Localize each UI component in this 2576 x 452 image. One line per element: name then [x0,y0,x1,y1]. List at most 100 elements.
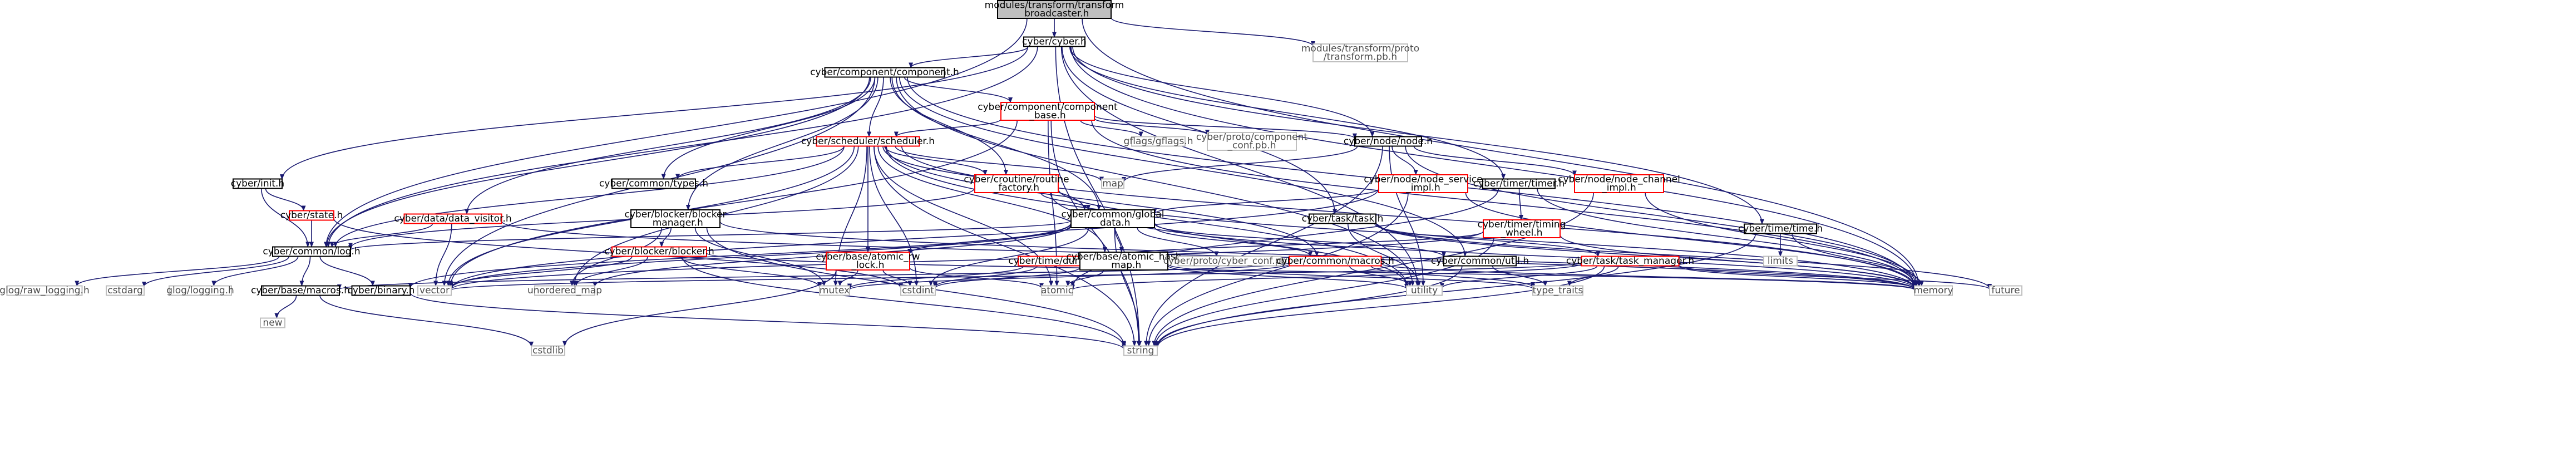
edge-blocker_h-to-memory [706,252,1917,291]
node-box [233,178,283,189]
edge-global_data-to-binary [408,223,1072,288]
edge-data_visitor-to-vector [433,223,452,287]
node-node[interactable]: cyber/node/node.h [1344,136,1433,147]
node-util[interactable]: cyber/common/util.h [1431,256,1529,267]
node-box [1378,174,1468,193]
node-node_channel[interactable]: cyber/node/node_channel_impl.h [1558,174,1680,194]
node-label: cyber/data/data_visitor.h [394,213,511,224]
edge-cyber_h-to-utility [1060,46,1420,287]
node-scheduler[interactable]: cyber/scheduler/scheduler.h [801,136,935,147]
node-box [272,246,351,257]
edge-global_data-to-cstdint [929,227,1089,287]
node-timing_wheel[interactable]: cyber/timer/timing_wheel.h [1478,219,1566,239]
node-label: utility [1411,285,1438,296]
edge-util-to-type_traits [1492,266,1548,287]
node-blocker_manager[interactable]: cyber/blocker/blocker_manager.h [625,209,727,229]
edge-blocker_manager-to-blocker_h [659,227,672,248]
node-root[interactable]: modules/transform/transform_broadcaster.… [985,0,1124,19]
edge-component-to-blocker_manager [685,77,879,210]
node-box [997,0,1112,19]
node-atomic_hash_map[interactable]: cyber/base/atomic_hash_map.h [1066,252,1181,271]
node-box [1000,102,1095,121]
edge-component_base-to-memory [1091,120,1917,288]
node-label: cyber/common/macros.h [1276,256,1394,267]
edge-component_base-to-scheduler [894,119,1001,137]
node-common_log[interactable]: cyber/common/log.h [263,246,360,257]
node-data_visitor[interactable]: cyber/data/data_visitor.h [394,213,511,224]
node-init[interactable]: cyber/init.h [231,178,284,189]
node-label: string [1127,345,1154,356]
node-label: _map.h [1106,260,1141,271]
node-limits: limits [1763,256,1798,267]
node-box [403,213,502,224]
edge-base_macros-to-new [274,295,297,319]
node-future: future [1989,285,2022,296]
node-timer[interactable]: cyber/timer/timer.h [1473,178,1565,189]
edge-node-to-node_service [1391,146,1418,175]
edge-task-to-future [1375,222,1992,289]
node-tf_pb: modules/transform/proto/transform.pb.h [1301,43,1419,63]
edge-macros-to-base_macros [337,262,1290,291]
edge-component-to-component_base [904,77,1013,103]
edge-cyber_h-to-memory [1070,46,1919,287]
node-label: cyber/timer/timer.h [1473,178,1565,189]
node-binary[interactable]: cyber/binary.h [348,285,415,296]
node-label: cyber/node/node_service [1364,174,1482,185]
node-task_manager[interactable]: cyber/task/task_manager.h [1566,256,1694,267]
node-label: type_traits [1533,285,1583,296]
node-box [1131,136,1186,147]
node-gflags: gflags/gflags.h [1123,136,1193,147]
node-label: cyber/binary.h [348,285,415,296]
node-label: _impl.h [1405,183,1440,194]
node-box [1079,252,1168,271]
node-node_service[interactable]: cyber/node/node_service_impl.h [1364,174,1482,194]
edge-root-to-tf_pb [1111,17,1315,47]
node-box [351,285,411,296]
edge-component-to-routine_factory [890,77,1009,175]
node-component[interactable]: cyber/component/component.h [810,67,959,78]
node-routine_factory[interactable]: cyber/croutine/routine_factory.h [964,174,1069,194]
node-time_h[interactable]: cyber/time/time.h [1738,223,1823,234]
node-label: cyber/common/types.h [599,178,708,189]
node-box [1574,174,1664,193]
node-label: limits [1768,256,1793,267]
node-label: cyber/common/util.h [1431,256,1529,267]
node-box [106,285,145,296]
node-task[interactable]: cyber/task/task.h [1302,213,1384,224]
node-box [1763,256,1798,267]
node-label: cyber/time/time.h [1738,223,1823,234]
edge-node-to-memory [1405,146,1918,287]
node-cyber_h[interactable]: cyber/cyber.h [1022,36,1087,47]
edge-timer-to-timing_wheel [1518,188,1524,220]
edge-component-to-data_visitor [465,77,871,215]
edge-global_data-to-string [1114,227,1142,347]
node-memory: memory [1913,285,1953,296]
node-label: new [263,317,282,328]
node-macros[interactable]: cyber/common/macros.h [1276,256,1394,267]
node-state[interactable]: cyber/state.h [280,210,343,221]
node-box [1914,285,1953,296]
node-global_data[interactable]: cyber/common/global_data.h [1062,209,1164,229]
node-box [611,246,707,257]
edge-global_data-to-vector [449,223,1072,289]
node-box [1354,136,1422,147]
node-blocker_h[interactable]: cyber/blocker/blocker.h [604,246,714,257]
node-label: map [1102,178,1123,189]
node-component_base[interactable]: cyber/component/component_base.h [978,102,1118,121]
node-label: memory [1913,285,1953,296]
node-label: glog/raw_logging.h [0,285,90,296]
edge-cyber_h-to-node [1069,46,1375,137]
node-new: new [260,317,285,328]
edge-blocker_manager-to-memory [719,221,1917,291]
node-base_macros[interactable]: cyber/base/macros.h [251,285,350,296]
node-common_types[interactable]: cyber/common/types.h [599,178,708,189]
node-label: _broadcaster.h [1019,8,1089,19]
edge-node_channel-to-string [1152,192,1594,347]
node-label: _lock.h [851,260,885,271]
edge-global_data-to-proto_conf [1137,227,1219,257]
edge-task_manager-to-atomic [1070,263,1582,291]
node-box [1123,345,1158,356]
edge-cyber_h-to-time_h [1072,46,1764,225]
node-atomic_rw_lock[interactable]: cyber/base/atomic_rw_lock.h [816,252,920,271]
node-vector: vector [417,285,452,296]
